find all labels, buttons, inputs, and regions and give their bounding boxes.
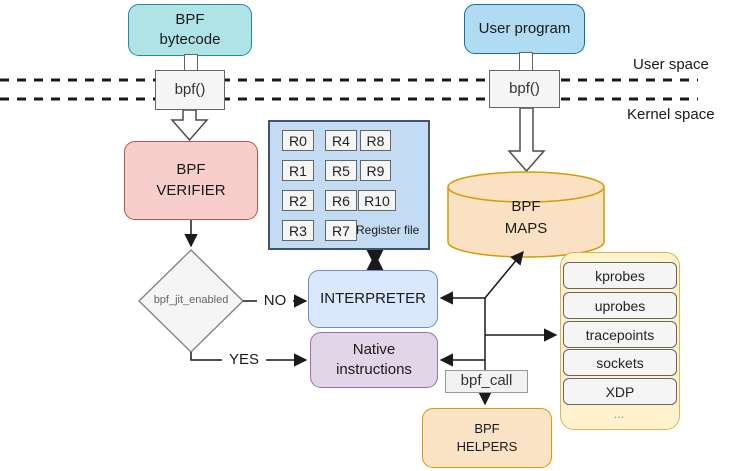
decision-yes-arrow	[190, 352, 308, 367]
kernel-space-label: Kernel space	[627, 106, 715, 123]
hook-tracepoints: tracepoints	[563, 321, 677, 348]
hook-sockets: sockets	[563, 349, 677, 376]
bpf-verifier-node: BPF VERIFIER	[124, 141, 258, 220]
bpf-to-verifier-arrow	[170, 109, 209, 142]
register-r6: R6	[325, 190, 357, 211]
register-r7: R7	[325, 220, 357, 241]
user-program-node: User program	[464, 4, 585, 54]
bpf-helpers-node: BPF HELPERS	[422, 408, 552, 468]
bpf-call-node: bpf_call	[445, 370, 528, 393]
register-r9: R9	[360, 160, 391, 181]
junction-to-maps-arrow	[484, 250, 524, 299]
user-space-label: User space	[633, 56, 709, 73]
bpf-maps-cylinder-top	[447, 171, 605, 203]
bpf-bytecode-node: BPF bytecode	[128, 4, 252, 56]
hook-xdp: XDP	[563, 378, 677, 405]
register-r3: R3	[282, 220, 314, 241]
jit-decision-label: bpf_jit_enabled	[153, 294, 229, 306]
register-file-label: Register file	[356, 223, 420, 237]
register-r4: R4	[325, 130, 357, 151]
register-file-node: R0 R1 R2 R3 R4 R5 R6 R7 R8 R9 R10 Regist…	[268, 120, 430, 250]
hook-uprobes: uprobes	[563, 292, 677, 319]
register-r5: R5	[325, 160, 357, 181]
native-instructions-node: Native instructions	[310, 332, 438, 388]
hook-points-container: kprobes uprobes tracepoints sockets XDP …	[560, 252, 680, 430]
bpf-to-maps-arrow	[507, 107, 546, 173]
hook-kprobes: kprobes	[563, 262, 677, 289]
register-r0: R0	[282, 130, 314, 151]
register-r1: R1	[282, 160, 314, 181]
bpf-maps-label: BPF MAPS	[504, 198, 548, 237]
userprogram-to-bpf-connector	[519, 52, 533, 71]
register-r10: R10	[358, 190, 396, 211]
bpf-syscall-right-node: bpf()	[489, 70, 560, 108]
register-r2: R2	[282, 190, 314, 211]
yes-branch-label: YES	[222, 349, 266, 369]
no-branch-label: NO	[257, 290, 293, 310]
bpf-syscall-left-node: bpf()	[155, 70, 225, 110]
bpf-maps-cylinder-body	[447, 187, 605, 258]
hook-more-label: ...	[613, 406, 625, 421]
bytecode-to-bpf-connector	[184, 54, 198, 71]
register-r8: R8	[360, 130, 391, 151]
interpreter-node: INTERPRETER	[308, 270, 438, 328]
